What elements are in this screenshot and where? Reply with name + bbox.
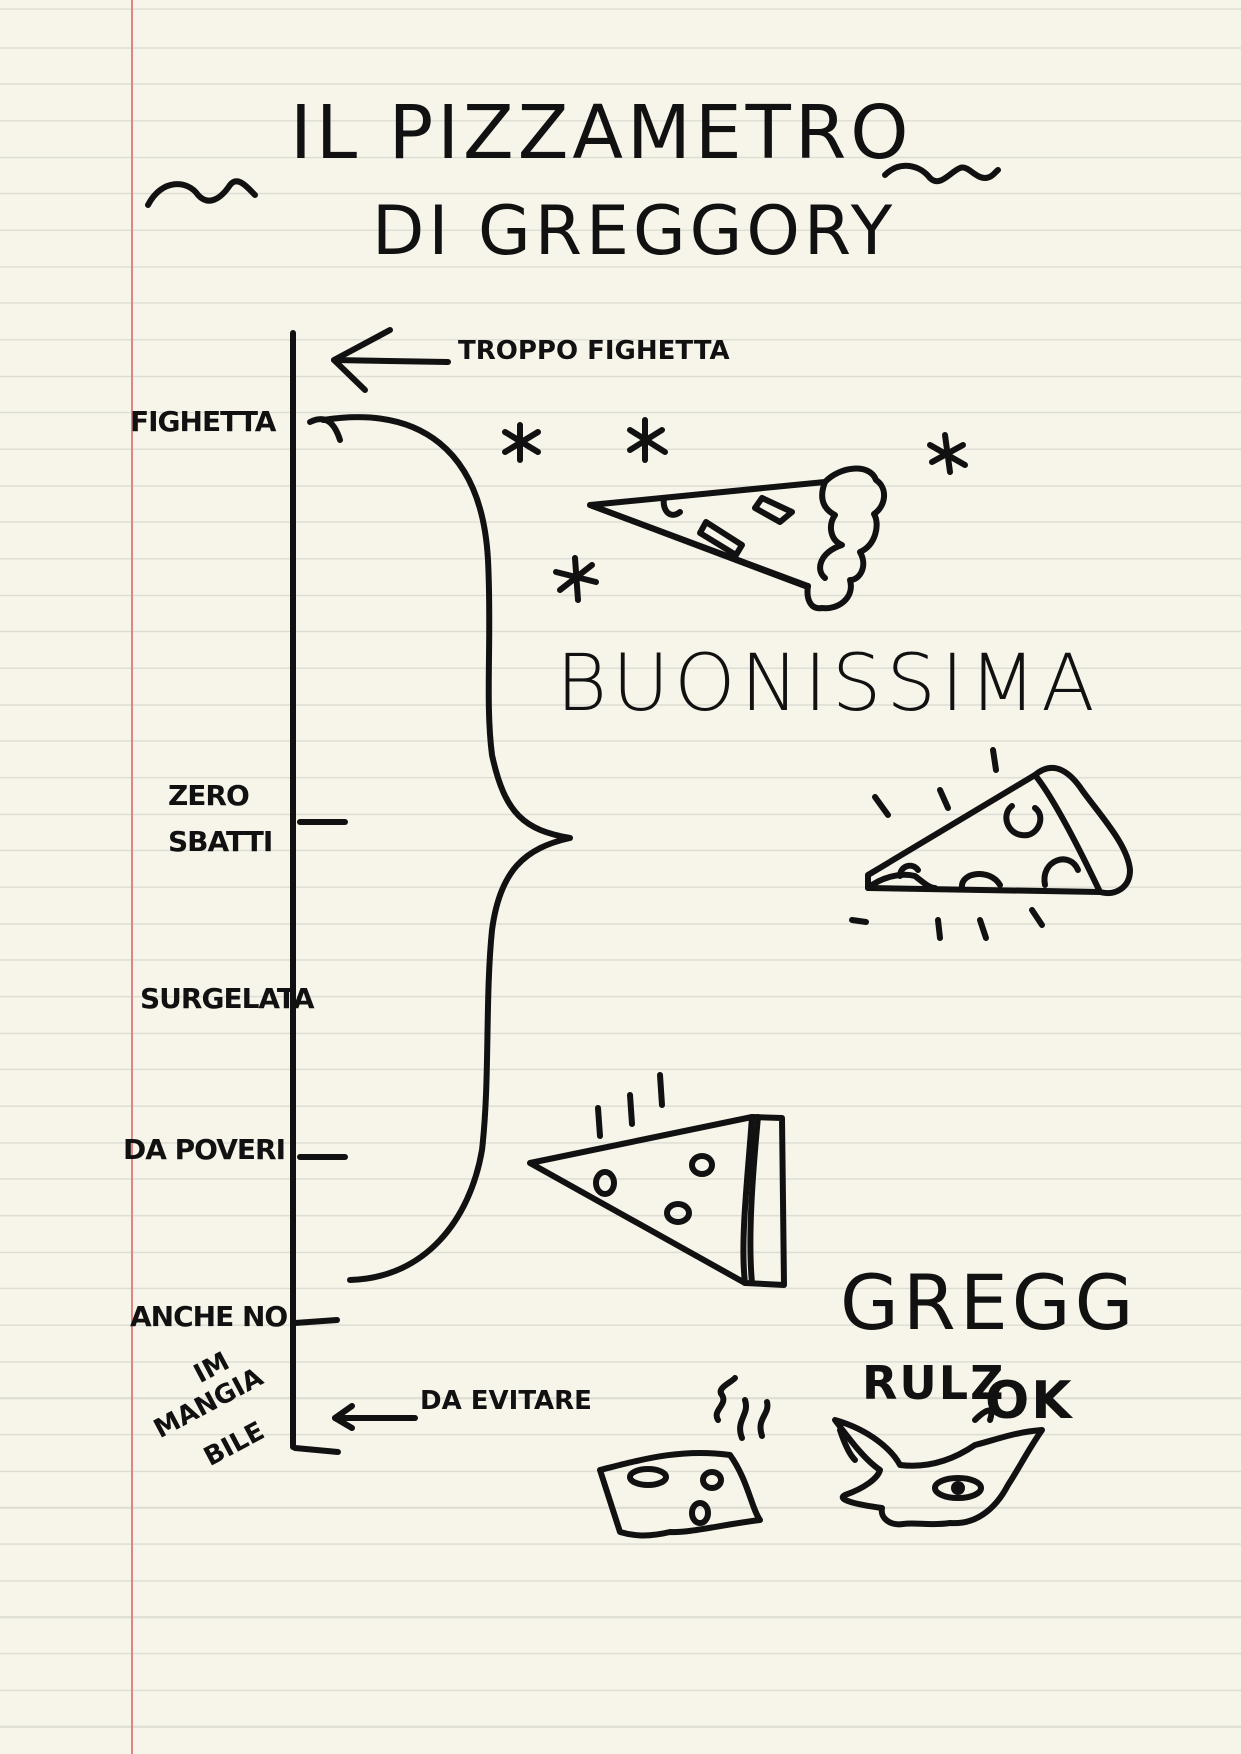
bracket-label: BUONISSIMA bbox=[556, 639, 1100, 729]
bottom-arrow-label: DA EVITARE bbox=[420, 1386, 592, 1416]
title-line-2: DI GREGGORY bbox=[372, 192, 897, 271]
scale-level-zero: ZERO bbox=[168, 779, 250, 812]
scale-level-sbatti: SBATTI bbox=[168, 825, 273, 858]
title-squiggle-left bbox=[145, 178, 258, 208]
top-arrow-label: TROPPO FIGHETTA bbox=[458, 336, 730, 366]
left-arrow-icon bbox=[331, 327, 451, 393]
steaming-frozen-pizza-icon bbox=[597, 1375, 771, 1539]
steaming-cheap-pizza-slice-icon bbox=[527, 1072, 787, 1288]
shiny-pizza-slice-icon bbox=[849, 747, 1133, 941]
signature: GREGG bbox=[840, 1258, 1138, 1347]
title-squiggle-right bbox=[882, 162, 1001, 185]
scale-level-surgelata: SURGELATA bbox=[140, 982, 315, 1015]
scale-ticks bbox=[292, 416, 348, 1455]
left-arrow-icon bbox=[332, 1403, 418, 1431]
ok-label: OK bbox=[985, 1371, 1074, 1431]
star-icon bbox=[502, 422, 541, 463]
gourmet-pizza-slice-icon bbox=[587, 465, 887, 612]
title-line-1: IL PIZZAMETRO bbox=[290, 90, 913, 176]
scale-level-anche-no: ANCHE NO bbox=[130, 1300, 288, 1333]
signature-sub: RULZ bbox=[862, 1356, 1006, 1410]
star-icon bbox=[627, 417, 668, 463]
scale-level-fighetta: FIGHETTA bbox=[130, 405, 276, 438]
grumpy-cat-face-icon bbox=[832, 1407, 1045, 1528]
star-icon bbox=[927, 432, 968, 475]
curly-brace-icon bbox=[320, 414, 573, 1283]
scale-level-da-poveri: DA POVERI bbox=[123, 1133, 286, 1166]
notebook-margin-line bbox=[131, 0, 133, 1754]
star-icon bbox=[553, 555, 599, 603]
